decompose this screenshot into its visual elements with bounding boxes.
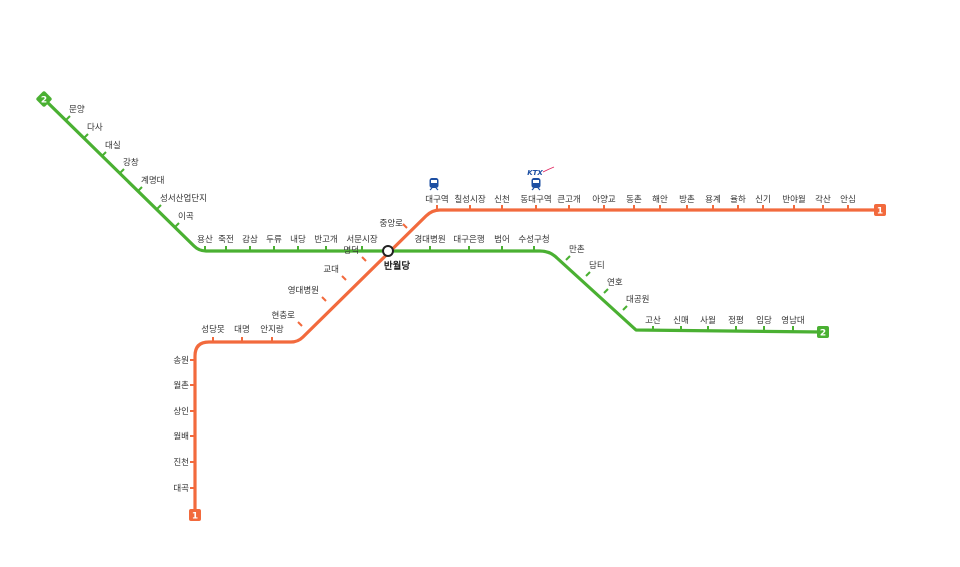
station-line1-1[interactable]: 진천 (173, 457, 189, 468)
station-line2-6[interactable]: 이곡 (178, 211, 194, 222)
svg-text:KTX: KTX (527, 169, 543, 177)
station-line2-9[interactable]: 감삼 (242, 234, 258, 245)
station-tick-line1 (361, 256, 367, 262)
station-line2-11[interactable]: 내당 (290, 234, 306, 245)
station-tick-line2 (119, 168, 125, 174)
station-line2-3[interactable]: 강창 (123, 157, 139, 168)
station-tick-line1 (297, 321, 303, 327)
station-line1-6[interactable]: 성당못 (201, 324, 225, 335)
station-line2-e6[interactable]: 연호 (607, 278, 623, 288)
station-labels: 대곡 진천 월배 상인 월촌 송원 성당못 대명 안지랑 현충로 영대병원 교대 명덕 중앙로 대구역 칠성시… (69, 104, 856, 494)
station-line2-e5[interactable]: 담티 (589, 260, 605, 271)
line2-badge-east: 2 (817, 326, 829, 339)
station-tick-line2 (603, 288, 609, 294)
station-line1-8[interactable]: 안지랑 (260, 324, 284, 335)
svg-text:1: 1 (877, 207, 883, 217)
station-line1-e5[interactable]: 큰고개 (557, 194, 580, 205)
station-tick-line2 (156, 204, 162, 210)
station-line2-12[interactable]: 반고개 (314, 234, 337, 245)
station-line1-e12[interactable]: 신기 (755, 195, 771, 205)
station-line1-12[interactable]: 명덕 (343, 245, 359, 256)
station-line2-10[interactable]: 두류 (266, 235, 282, 245)
line1-route (193, 208, 882, 517)
station-line1-e1[interactable]: 대구역 (425, 194, 448, 205)
station-line2-e3[interactable]: 수성구청 (518, 235, 549, 245)
station-line1-e8[interactable]: 해안 (652, 194, 668, 205)
train-icon (531, 178, 541, 191)
station-line1-11[interactable]: 교대 (323, 265, 339, 275)
train-icon (429, 178, 439, 191)
station-line2-2[interactable]: 대실 (105, 140, 121, 151)
line2-badge-west: 2 (36, 91, 52, 107)
station-line1-0[interactable]: 대곡 (173, 484, 189, 494)
station-line2-e7[interactable]: 대공원 (626, 295, 649, 305)
station-line2-e11[interactable]: 정평 (728, 315, 744, 326)
station-line2-8[interactable]: 죽전 (218, 234, 234, 245)
station-line2-e8[interactable]: 고산 (645, 315, 661, 326)
station-line1-e6[interactable]: 아양교 (592, 194, 616, 205)
station-ticks (65, 115, 849, 489)
station-line2-e10[interactable]: 사월 (700, 315, 716, 326)
station-line1-e11[interactable]: 율하 (730, 194, 746, 205)
station-line2-e9[interactable]: 신매 (673, 316, 689, 326)
station-line1-e14[interactable]: 각산 (815, 194, 831, 205)
station-tick-line2 (65, 115, 71, 121)
station-tick-line2 (585, 271, 591, 277)
station-line1-e7[interactable]: 동촌 (626, 195, 642, 205)
station-line2-e13[interactable]: 영남대 (781, 315, 804, 326)
station-line2-e4[interactable]: 만촌 (569, 245, 585, 255)
station-line2-1[interactable]: 다사 (87, 123, 103, 133)
station-line1-7[interactable]: 대명 (234, 324, 250, 335)
station-line1-e0[interactable]: 중앙로 (380, 218, 404, 229)
transfer-station-label[interactable]: 반월당 (384, 260, 410, 272)
station-line1-e2[interactable]: 칠성시장 (454, 194, 485, 205)
station-tick-line1 (402, 223, 408, 229)
station-line1-9[interactable]: 현충로 (272, 311, 296, 321)
station-line1-5[interactable]: 송원 (173, 356, 189, 366)
station-line1-e10[interactable]: 용계 (705, 194, 721, 205)
station-line1-3[interactable]: 상인 (173, 406, 189, 417)
station-line2-e0[interactable]: 경대병원 (414, 234, 445, 245)
station-tick-line2 (622, 305, 628, 311)
transfer-station-marker[interactable] (382, 245, 394, 257)
station-tick-line1 (321, 296, 327, 302)
station-line1-10[interactable]: 영대병원 (288, 285, 319, 296)
ktx-logo-icon: KTX (527, 166, 555, 177)
svg-text:2: 2 (41, 96, 47, 106)
station-line2-e2[interactable]: 범어 (494, 234, 510, 245)
station-tick-line2 (137, 186, 143, 192)
station-tick-line2 (83, 133, 89, 139)
station-line2-13[interactable]: 서문시장 (346, 234, 377, 245)
station-tick-line2 (565, 255, 571, 261)
station-line1-4[interactable]: 월촌 (173, 380, 189, 391)
station-line1-e9[interactable]: 방촌 (679, 194, 695, 205)
line2-route (42, 97, 824, 334)
route-lines (42, 97, 882, 517)
station-tick-line1 (341, 275, 347, 281)
station-line1-2[interactable]: 월배 (173, 431, 189, 442)
station-line2-4[interactable]: 계명대 (141, 175, 164, 186)
station-line2-5[interactable]: 성서산업단지 (160, 193, 207, 204)
station-line2-7[interactable]: 용산 (197, 234, 213, 245)
svg-text:1: 1 (192, 512, 198, 522)
station-tick-line2 (101, 151, 107, 157)
station-line2-0[interactable]: 문양 (69, 104, 85, 115)
station-line1-e3[interactable]: 신천 (494, 194, 510, 205)
line1-badge-south: 1 (189, 509, 201, 522)
station-line2-e1[interactable]: 대구은행 (453, 234, 484, 245)
station-line1-e15[interactable]: 안심 (840, 194, 856, 205)
line1-badge-east: 1 (874, 204, 886, 217)
station-line1-e13[interactable]: 반야월 (782, 194, 805, 205)
station-tick-line2 (174, 222, 180, 228)
svg-text:2: 2 (820, 329, 826, 339)
station-line1-e4[interactable]: 동대구역 (520, 194, 551, 205)
station-line2-e12[interactable]: 임당 (756, 315, 772, 326)
